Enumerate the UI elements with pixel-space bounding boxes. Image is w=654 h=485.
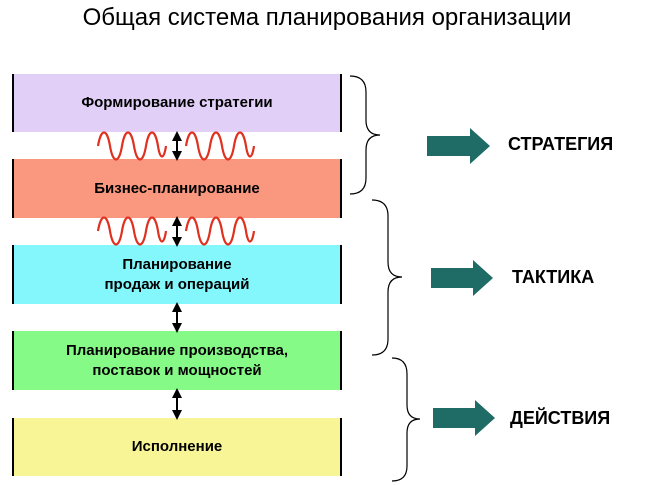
wave-right-2 bbox=[184, 216, 256, 246]
arrow-strategy-icon bbox=[427, 128, 490, 164]
level-production-planning: Планирование производства, поставок и мо… bbox=[12, 331, 342, 390]
wave-right-1 bbox=[184, 131, 256, 161]
diagram-title: Общая система планирования организации bbox=[82, 4, 572, 31]
arrow-tactics-icon bbox=[431, 260, 493, 296]
brace-strategy bbox=[349, 75, 381, 195]
level-sales-operations-planning: Планирование продаж и операций bbox=[12, 245, 342, 304]
level-execution: Исполнение bbox=[12, 418, 342, 476]
category-actions-label: ДЕЙСТВИЯ bbox=[510, 408, 611, 428]
arrow-actions-icon bbox=[433, 400, 495, 436]
category-tactics-label: ТАКТИКА bbox=[512, 267, 595, 287]
category-strategy-label: СТРАТЕГИЯ bbox=[508, 134, 614, 154]
wave-left-2 bbox=[96, 216, 168, 246]
brace-tactics bbox=[371, 199, 403, 356]
brace-actions bbox=[391, 357, 421, 482]
level-business-planning: Бизнес-планирование bbox=[12, 159, 342, 218]
wave-left-1 bbox=[96, 131, 168, 161]
level-strategy-formation: Формирование стратегии bbox=[12, 74, 342, 132]
